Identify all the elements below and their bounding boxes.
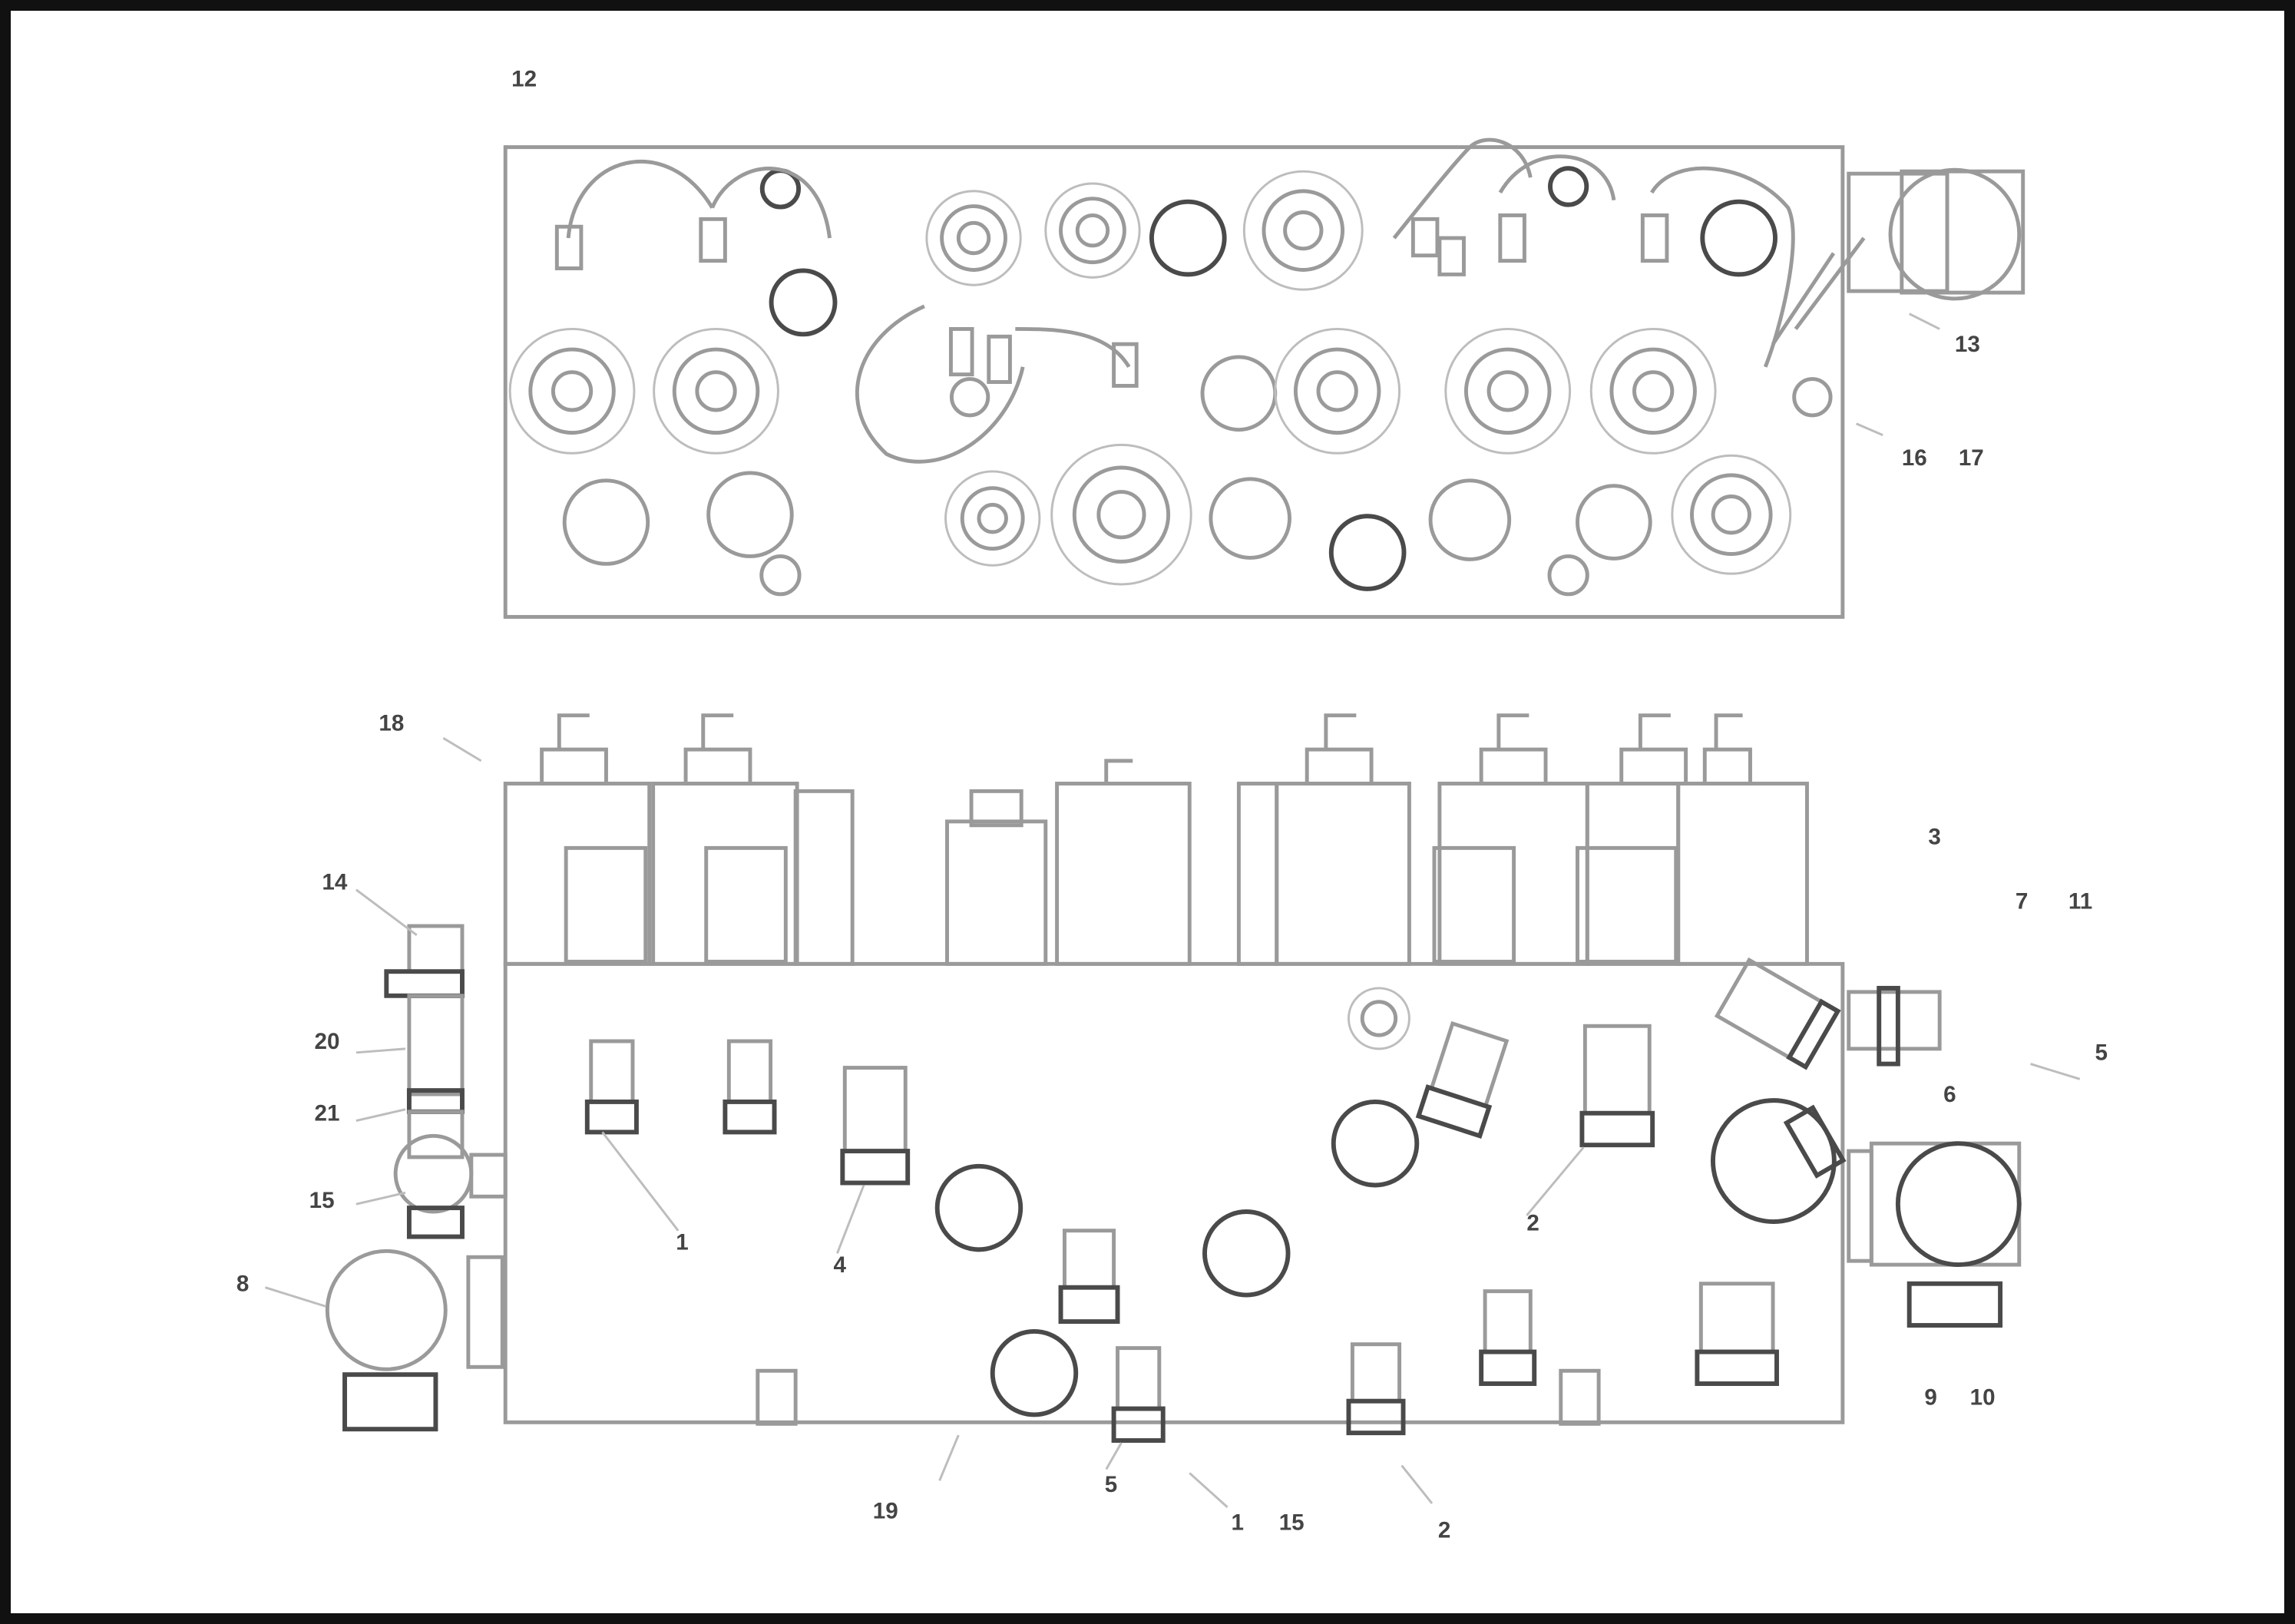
callout-7: 7 [2016,888,2028,914]
left-attachments [325,924,508,1432]
callout-10: 10 [1970,1385,1996,1411]
callout-labels: 12 13 16 17 18 14 20 21 15 8 3 7 11 5 6 … [236,67,2108,1543]
front-view-block [503,961,1845,1424]
top-ports-row3 [562,443,1792,597]
callout-1-bottom: 1 [1232,1510,1244,1535]
callout-6-right: 6 [1943,1082,1956,1107]
callout-1: 1 [676,1229,688,1255]
callout-15-left: 15 [309,1188,335,1213]
callout-15-bottom: 15 [1279,1510,1305,1535]
callout-18: 18 [379,710,404,736]
top-hoses [554,137,1866,464]
callout-9: 9 [1924,1385,1936,1411]
callout-5-bottom: 5 [1105,1472,1117,1497]
callout-21: 21 [315,1101,340,1126]
callout-4: 4 [833,1252,846,1278]
callout-20: 20 [315,1029,340,1054]
top-ports-row1 [759,166,1777,337]
body-cartridges [584,987,1779,1443]
top-side-valve [1847,167,2025,301]
top-view-block [503,145,1845,619]
callout-12-top: 12 [511,67,537,92]
callout-14: 14 [322,870,347,895]
callout-5-right: 5 [2095,1040,2107,1066]
top-view [503,137,2025,619]
callout-19: 19 [873,1499,898,1524]
callout-13-right: 13 [1955,332,1980,357]
callout-2-bottom: 2 [1438,1517,1450,1543]
right-attachments [1711,957,2022,1328]
callout-8-left: 8 [236,1272,249,1297]
front-view [325,713,2022,1443]
callout-3-right: 3 [1928,824,1940,849]
callout-17: 17 [1959,445,1984,471]
leader-lines [264,313,2081,1508]
callout-11: 11 [2068,888,2092,914]
solenoid-row [503,713,1809,966]
callout-16: 16 [1902,445,1927,471]
top-ports-row2 [508,327,1833,455]
hydraulic-valve-block-drawing: 12 13 16 17 18 14 20 21 15 8 3 7 11 5 6 … [236,67,2108,1543]
callout-2-mid: 2 [1526,1211,1539,1236]
